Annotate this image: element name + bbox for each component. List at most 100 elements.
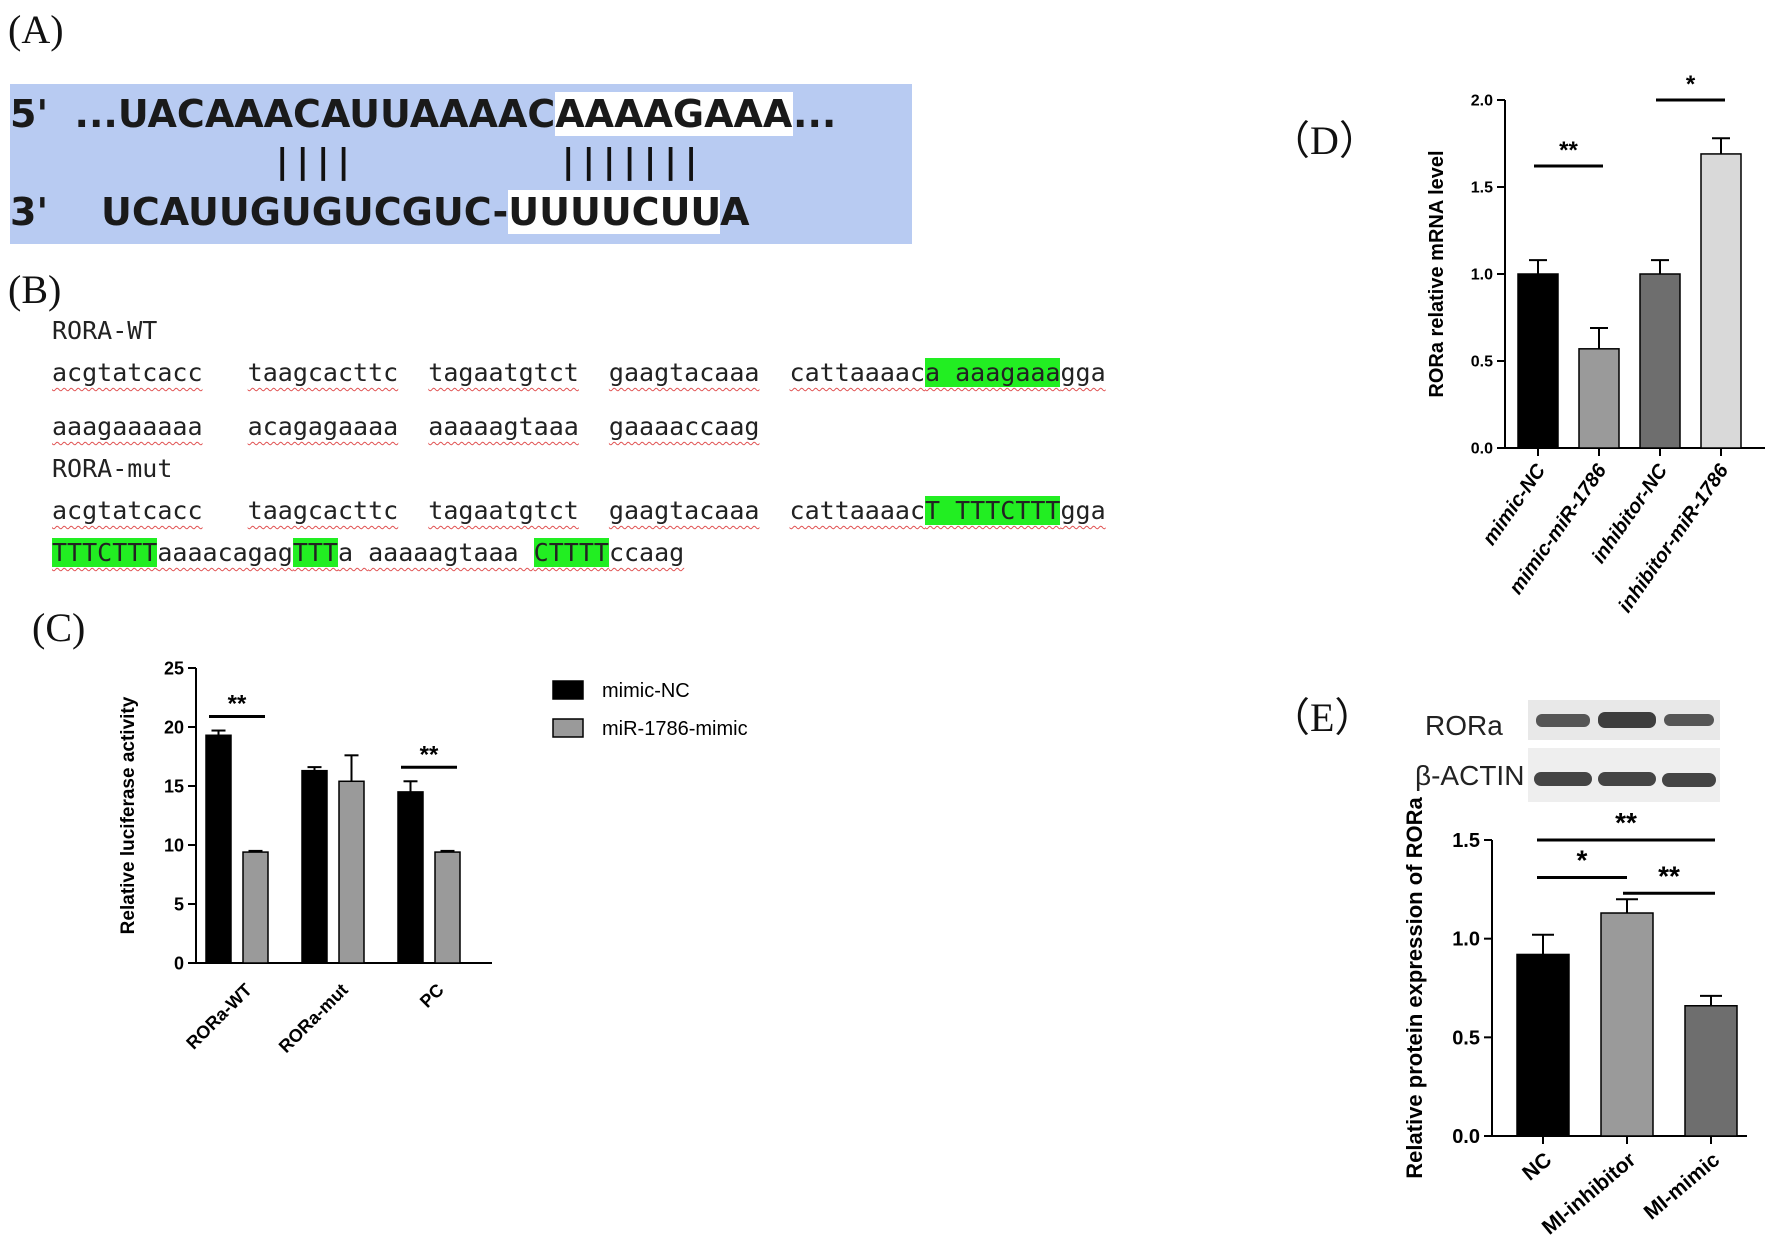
sequence-segment: aaagaaaaaa [52,412,203,441]
blot-band [1598,712,1656,728]
legend-label: mimic-NC [602,680,690,702]
y-tick-label: 0.5 [1471,354,1493,371]
x-tick-label: RORa-WT [182,980,256,1054]
target-seq-prefix: 5' ...UACAAACAUUAAAAC [10,92,556,136]
y-tick-label: 0 [174,953,184,973]
target-seq-suffix: ... [793,92,837,136]
y-tick-label: 15 [164,776,184,796]
bar [1578,348,1620,449]
panel-label-a: (A) [8,7,64,52]
blot-band-panel-actin [1528,748,1720,802]
sequence-segment: acgtatcacc [52,496,203,525]
blot-band [1536,714,1590,727]
mirna-seq-suffix: A [720,190,750,234]
y-tick-label: 1.5 [1452,830,1480,852]
sequence-segment: taagcacttc [247,358,399,387]
wt-row-1: acgtatcacc taagcacttc tagaatgtct gaagtac… [52,358,1106,387]
blot-band-panel-rora [1528,700,1720,740]
x-tick-label: inhibitor-miR-1786 [1614,460,1733,617]
pair-bars-left: |||| [272,142,354,182]
blot-band [1662,773,1716,787]
bar-mimic-NC [205,734,232,964]
y-tick-label: 1.0 [1471,267,1493,284]
mut-row-1: acgtatcacc taagcacttc tagaatgtct gaagtac… [52,496,1106,525]
sequence-segment: cattaaaac [789,496,926,525]
significance-label: ** [420,741,439,768]
significance-label: ** [1615,807,1637,838]
x-tick-label: MI-mimic [1640,1148,1725,1224]
mut-row-2: TTTCTTTaaaacagagTTTa aaaaagtaaa CTTTTcca… [52,538,684,567]
y-tick-label: 0.0 [1452,1126,1480,1148]
bar [1517,273,1559,449]
sequence-segment: gaaaaccaag [608,412,760,441]
sequence-segment: tagaatgtct [428,496,579,525]
rora-mut-title: RORA-mut [52,454,173,483]
sequence-segment: gga [1060,496,1106,525]
bar-mimic-NC [397,791,424,964]
mirna-seq-prefix: 3' UCAUUGUGUCGUC- [10,190,509,234]
sequence-segment: taagcacttc [247,496,399,525]
x-tick-label: PC [416,980,448,1012]
y-tick-label: 20 [164,717,184,737]
highlighted-site: TTTCTTT [52,538,158,567]
sequence-segment: cattaaaac [789,358,926,387]
y-tick-label: 0.5 [1452,1027,1480,1049]
bar [1600,912,1654,1137]
sequence-segment: gga [1060,358,1106,387]
sequence-segment: a [337,538,369,567]
sequence-segment: ccaag [608,538,685,567]
bar [1684,1005,1738,1137]
panel-label-b: (B) [8,267,62,312]
highlighted-site: a aaagaaa [925,358,1061,387]
sequence-segment: aaaaagtaaa [428,412,579,441]
blot-band [1664,714,1714,726]
significance-label: ** [1658,860,1680,891]
sequence-segment: acagagaaaa [247,412,399,441]
bar-miR-1786-mimic [242,851,269,964]
legend-label: miR-1786-mimic [602,718,748,740]
x-tick-label: NC [1518,1148,1556,1185]
x-tick-label: MI-inhibitor [1538,1148,1640,1239]
legend-swatch [552,680,584,700]
bar [1639,273,1681,449]
pair-bars-right: ||||||| [558,142,702,182]
sequence-segment: gaagtacaaa [608,496,760,525]
legend-swatch [552,718,584,738]
x-tick-label: RORa-mut [275,980,352,1057]
bar [1700,153,1742,449]
sequence-segment: tagaatgtct [428,358,579,387]
significance-label: ** [228,691,247,718]
bar-miR-1786-mimic [338,780,365,964]
y-tick-label: 1.0 [1452,929,1480,951]
blot-band [1534,772,1592,786]
y-axis-label: Relative protein expression of RORa [1402,797,1427,1179]
panel-label-c: (C) [32,605,86,650]
highlighted-site: T TTTCTTT [925,496,1061,525]
significance-label: * [1686,71,1696,98]
y-tick-label: 2.0 [1471,93,1493,110]
alignment-box: 5' ...UACAAACAUUAAAACAAAAGAAA... |||| ||… [10,84,912,244]
bar-mimic-NC [301,769,328,964]
y-axis-label: RORa relative mRNA level [1426,150,1448,397]
y-axis-label: Relative luciferase activity [118,696,139,934]
sequence-segment: aaaaagtaaa [368,538,534,567]
y-tick-label: 0.0 [1471,441,1493,458]
wt-row-2: aaagaaaaaa acagagaaaa aaaaagtaaa gaaaacc… [52,412,790,441]
significance-label: * [1577,844,1588,875]
bar-miR-1786-mimic [434,851,461,964]
rora-wt-title: RORA-WT [52,316,158,345]
highlighted-site: CTTTT [533,538,609,567]
blot-band [1598,772,1656,786]
mirna-seed-highlight: UUUUCUU [508,190,721,234]
western-blot [1528,700,1720,802]
blot-label-rora: RORa [1425,710,1503,741]
blot-label-actin: β-ACTIN [1415,760,1525,791]
sequence-segment: aaaacagag [157,538,293,567]
bar [1516,953,1570,1137]
sequence-segment: gaagtacaaa [608,358,760,387]
y-tick-label: 5 [174,894,184,914]
target-seed-highlight: AAAAGAAA [555,92,794,136]
y-tick-label: 1.5 [1471,180,1493,197]
panel-label-d: （D） [1270,118,1379,163]
